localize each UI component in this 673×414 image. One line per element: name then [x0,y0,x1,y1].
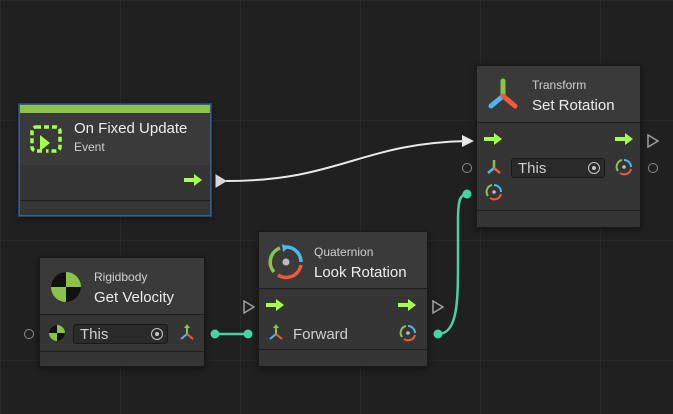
target-field[interactable]: This [73,324,168,344]
event-loop-icon [30,125,62,153]
flow-output-arrow[interactable] [184,174,202,186]
node-footer [477,210,640,227]
value-wire-end-dot [433,329,443,339]
rigidbody-small-icon [49,325,65,341]
flow-wire-arrowhead [462,135,474,147]
node-footer [20,200,210,215]
event-accent-bar [20,105,210,113]
node-title: Get Velocity [94,289,175,306]
transform-axes-small-icon [487,160,501,174]
flow-wire [225,140,469,182]
node-kind: Rigidbody [94,270,148,284]
node-title: On Fixed Update [74,120,188,137]
vector3-small-icon [180,324,194,340]
vector3-small-icon [269,324,283,340]
rigidbody-icon [51,272,81,302]
value-wire-end-dot [210,329,220,339]
value-input-port[interactable] [24,329,34,339]
flow-output-port[interactable] [215,174,227,188]
node-title: Look Rotation [314,264,407,281]
target-field-value: This [518,160,547,177]
quaternion-rotation-small-icon [615,159,632,176]
flow-output-arrow[interactable] [398,299,416,311]
node-kind: Quaternion [314,245,374,259]
node-footer [259,349,427,366]
flow-output-port[interactable] [432,300,444,314]
flow-output-arrow[interactable] [615,133,633,145]
set-rotation-node[interactable]: Transform Set Rotation This [476,65,641,228]
flow-input-arrow[interactable] [484,133,502,145]
look-rotation-node[interactable]: Quaternion Look Rotation Forward [258,231,428,367]
value-output-port[interactable] [648,163,658,173]
on-fixed-update-node[interactable]: On Fixed Update Event [19,104,211,216]
get-velocity-node[interactable]: Rigidbody Get Velocity This [39,257,205,367]
forward-input-label: Forward [293,326,349,343]
node-kind: Transform [532,78,587,92]
target-field-value: This [80,326,109,343]
node-body [259,289,427,352]
target-field[interactable]: This [511,158,605,178]
node-title: Set Rotation [532,97,615,114]
flow-output-port[interactable] [243,300,255,314]
node-body [20,165,210,201]
value-wire-end-dot [243,329,253,339]
quaternion-rotation-small-icon [485,184,502,201]
flow-output-port[interactable] [647,134,659,148]
transform-axes-icon [488,78,518,109]
quaternion-rotation-icon [268,244,303,280]
object-picker-icon[interactable] [151,328,163,340]
flow-input-arrow[interactable] [266,299,284,311]
quaternion-rotation-small-icon [399,325,416,342]
object-picker-icon[interactable] [588,162,600,174]
value-wire-end-dot [462,189,472,199]
node-subtitle: Event [74,140,105,154]
value-input-port[interactable] [462,163,472,173]
node-footer [40,351,204,366]
